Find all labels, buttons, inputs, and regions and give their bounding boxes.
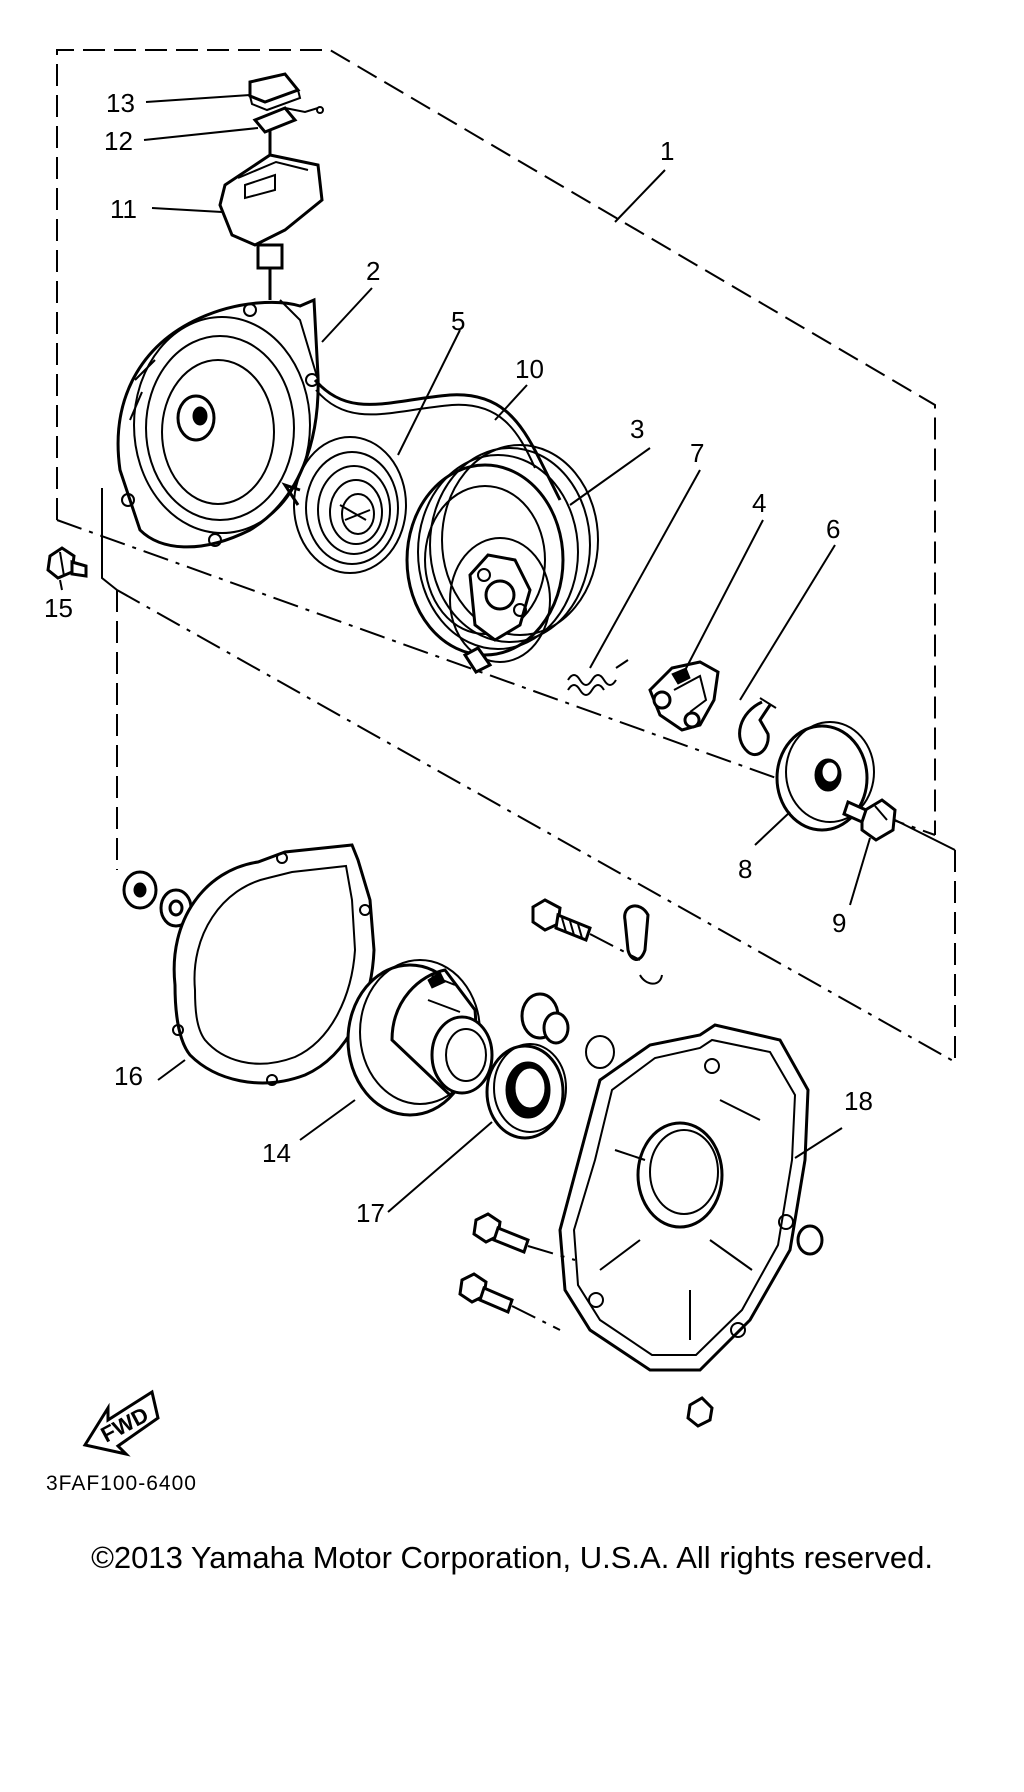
fwd-arrow-icon: FWD [82, 1389, 160, 1457]
part-5-spiral-spring [281, 436, 407, 574]
part-11-handle [218, 153, 324, 300]
part-16-gasket [172, 843, 376, 1086]
part-8-plate [775, 721, 875, 832]
copyright-notice: ©2013 Yamaha Motor Corporation, U.S.A. A… [91, 1540, 933, 1575]
part-washer-stack [122, 870, 193, 928]
callout-labels: 13 12 11 2 5 10 3 7 4 6 1 15 8 9 16 14 1… [44, 88, 873, 1228]
callout-18: 18 [844, 1086, 873, 1116]
callout-7: 7 [690, 438, 704, 468]
part-15-bolt [46, 546, 88, 580]
part-18-crankcase-cover [558, 1023, 824, 1428]
part-14-drive-pulley [346, 959, 494, 1117]
part-bolt-and-clamp [531, 898, 663, 985]
part-17-oil-seal [485, 1043, 567, 1140]
recoil-starter-group-outline [56, 49, 956, 1063]
part-10-rope [279, 299, 562, 501]
part-7-small-spring [567, 659, 629, 696]
part-plug-and-circlip [520, 992, 615, 1069]
callout-3: 3 [630, 414, 644, 444]
part-9-bolt [842, 798, 897, 842]
part-6-friction-spring [738, 697, 777, 757]
callout-6: 6 [826, 514, 840, 544]
callout-16: 16 [114, 1061, 143, 1091]
callout-2: 2 [366, 256, 380, 286]
callout-4: 4 [752, 488, 766, 518]
callout-12: 12 [104, 126, 133, 156]
callout-5: 5 [451, 306, 465, 336]
drawing-code: 3FAF100-6400 [46, 1472, 197, 1495]
leader-lines [59, 94, 871, 1213]
callout-11: 11 [110, 194, 137, 224]
callout-14: 14 [262, 1138, 291, 1168]
callout-15: 15 [44, 593, 73, 623]
callout-9: 9 [832, 908, 846, 938]
part-3-reel [405, 444, 599, 674]
callout-17: 17 [356, 1198, 385, 1228]
part-2-starter-case [116, 297, 320, 549]
part-lower-bolts [458, 1212, 576, 1331]
callout-1: 1 [660, 136, 674, 166]
part-4-ratchet [648, 660, 720, 732]
callout-13: 13 [106, 88, 135, 118]
callout-10: 10 [515, 354, 544, 384]
part-13-cap [248, 72, 302, 112]
callout-8: 8 [738, 854, 752, 884]
